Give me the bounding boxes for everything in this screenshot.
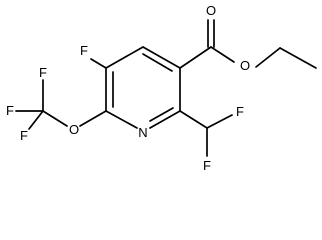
- chemical-structure-diagram: N F O F F F O O F F: [6, 3, 317, 173]
- ring-bond-n-c2: [149, 110, 181, 129]
- bond-chf2-f-right: [206, 114, 233, 129]
- atom-fluorine-chf2-bottom: F: [203, 158, 211, 173]
- ring-bond-c4-c5: [105, 46, 144, 69]
- atom-fluorine-cf3-top: F: [39, 65, 47, 80]
- ring-double-bond-n-c2: [149, 107, 174, 122]
- bond-o-cf3: [42, 110, 68, 127]
- atom-fluorine-cf3-left: F: [6, 103, 14, 118]
- atom-fluorine-ring: F: [80, 43, 88, 58]
- atom-ring-nitrogen: N: [138, 125, 147, 140]
- bond-c3-carbonyl-c: [179, 46, 212, 69]
- ring-double-bond-c3-c4: [142, 53, 173, 72]
- bond-c2-chf2: [179, 110, 208, 129]
- bond-carbonyl-c-o: [210, 46, 235, 63]
- atom-oxygen-ester: O: [240, 58, 250, 73]
- bond-o-ethyl-ch2: [255, 47, 281, 68]
- bond-cf3-f-lower: [28, 110, 44, 130]
- ring-bond-c6-n: [105, 110, 138, 129]
- ring-bond-c3-c4: [142, 46, 181, 69]
- bond-ethyl-ch2-ch3: [279, 47, 317, 69]
- atom-oxygen-carbonyl: O: [206, 3, 216, 18]
- atom-fluorine-chf2-right: F: [236, 104, 244, 119]
- bond-c6-o: [79, 110, 107, 127]
- atom-fluorine-cf3-lower: F: [20, 128, 28, 143]
- bond-c5-f: [90, 58, 107, 69]
- atom-oxygen-ether: O: [69, 122, 79, 137]
